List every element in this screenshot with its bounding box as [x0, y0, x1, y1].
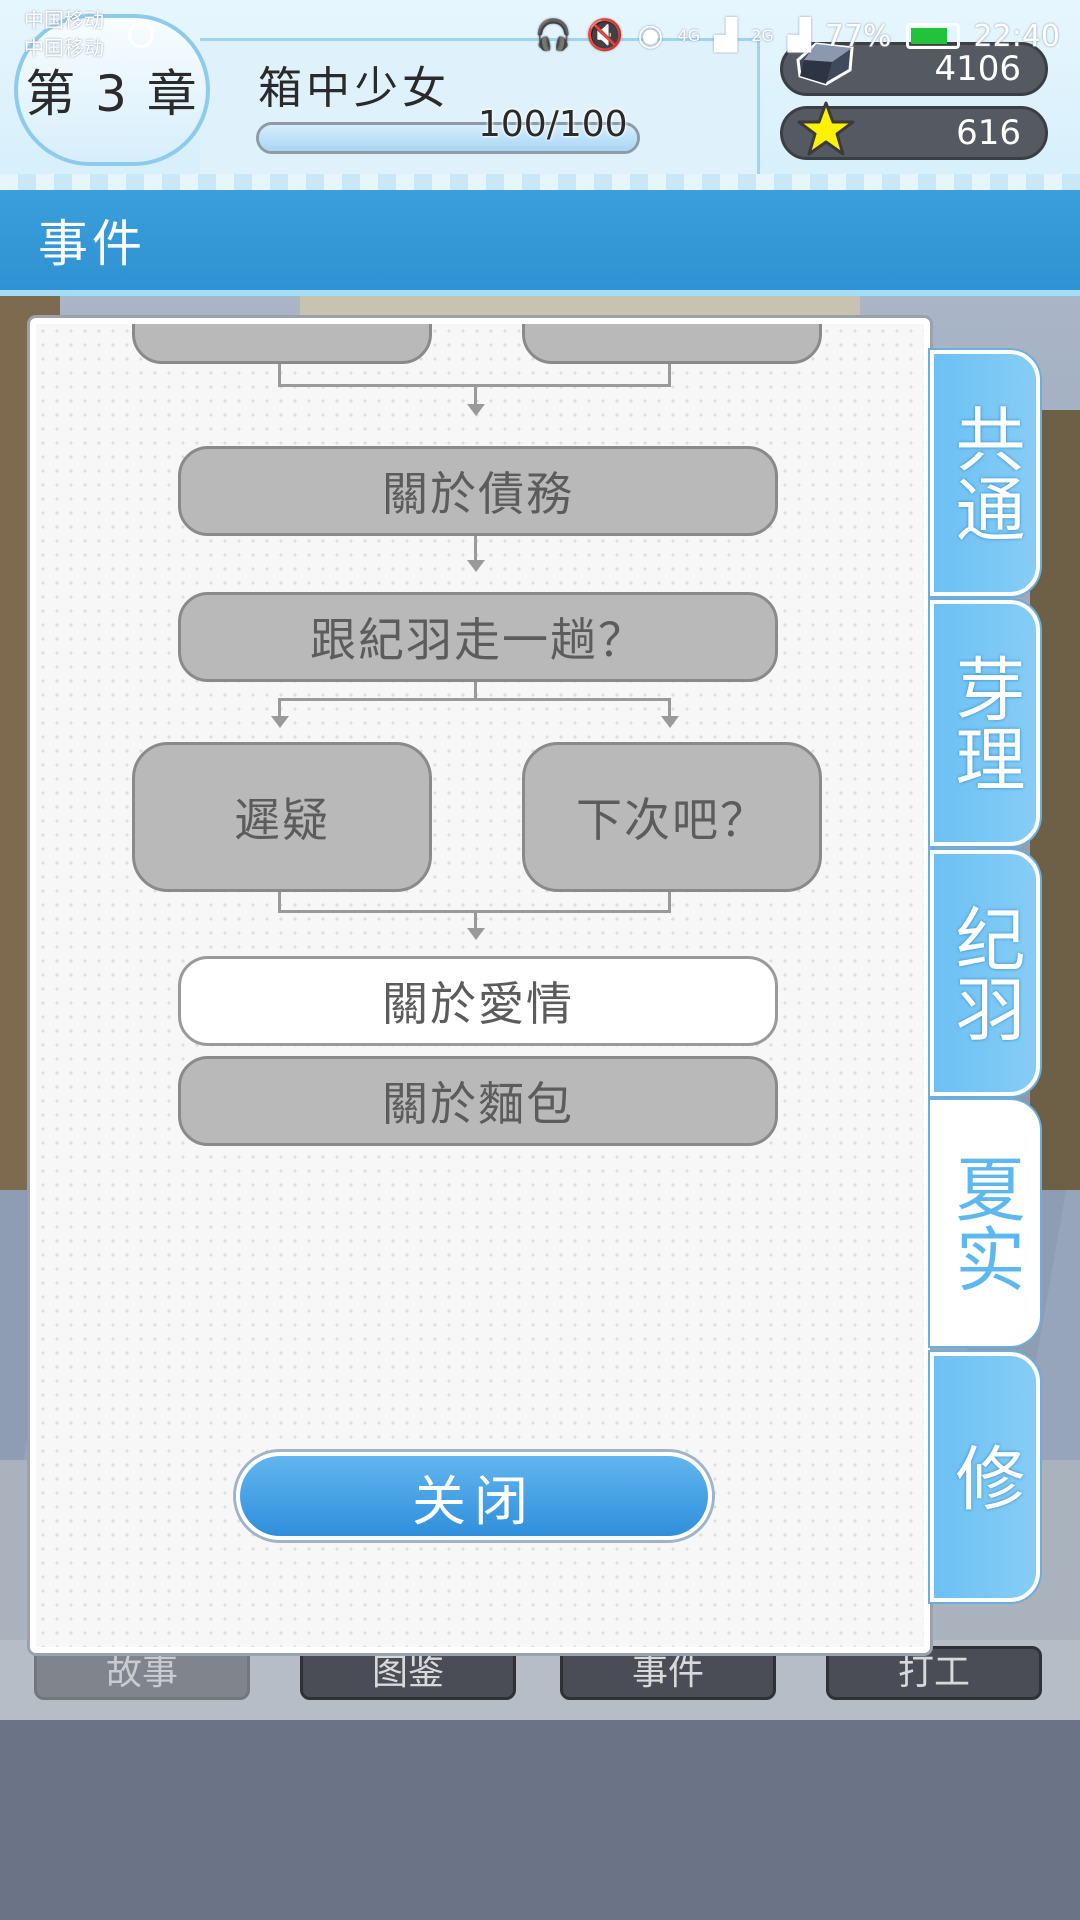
timer-icon	[128, 22, 154, 48]
connector	[278, 698, 671, 701]
connector	[278, 698, 281, 718]
carrier-2: 中国移动	[24, 36, 104, 60]
signal-1-icon: ▟	[714, 18, 738, 53]
gem-icon	[796, 42, 854, 86]
connector	[474, 384, 477, 406]
nav-events-button[interactable]: 事件	[560, 1646, 776, 1700]
stars-value: 616	[956, 113, 1021, 153]
flow-node-go-with[interactable]: 跟紀羽走一趟？	[178, 592, 778, 682]
header: 第 3 章 箱中少女 100/100 4106 616	[0, 0, 1080, 194]
star-icon	[797, 101, 855, 156]
connector	[668, 364, 671, 386]
flow-node-top-right[interactable]	[522, 324, 822, 364]
title-panel	[200, 38, 760, 178]
nav-work-button[interactable]: 打工	[826, 1646, 1042, 1700]
flow-node-debt[interactable]: 關於債務	[178, 446, 778, 536]
section-bar: 事件	[0, 190, 1080, 296]
flow-node-top-left[interactable]	[132, 324, 432, 364]
connector	[668, 892, 671, 912]
network-1-label: 4G	[677, 26, 701, 45]
nav-gallery-button[interactable]: 图鉴	[300, 1646, 516, 1700]
flow-node-hesitate[interactable]: 遲疑	[132, 742, 432, 892]
connector	[474, 536, 477, 564]
section-title: 事件	[38, 215, 146, 273]
arrow-down-icon	[661, 716, 679, 728]
arrow-down-icon	[467, 404, 485, 416]
chapter-badge: 第 3 章	[14, 14, 210, 166]
tab-xiashi[interactable]: 夏实	[930, 1100, 1040, 1346]
tab-jiyu[interactable]: 纪羽	[930, 850, 1040, 1096]
clock: 22:40	[973, 18, 1060, 54]
eye-icon: ◉	[637, 18, 664, 53]
nav-story-button[interactable]: 故事	[34, 1646, 250, 1700]
signal-2-icon: ▟	[787, 18, 811, 53]
tab-xiu[interactable]: 修	[930, 1352, 1040, 1602]
tab-common[interactable]: 共通	[930, 350, 1040, 596]
battery-icon	[905, 23, 960, 49]
status-icons: 🎧 🔇 ◉ 4G ▟ 2G ▟ 77% 22:40	[535, 14, 1060, 58]
bottom-nav: 故事 图鉴 事件 打工	[0, 1640, 1080, 1730]
connector	[278, 892, 281, 912]
status-bar: 中国移动 中国移动 🎧 🔇 ◉ 4G ▟ 2G ▟ 77% 22:40	[0, 0, 1080, 72]
tab-meri[interactable]: 芽理	[930, 600, 1040, 846]
gems-value: 4106	[934, 49, 1021, 89]
connector	[278, 364, 281, 386]
carrier-1: 中国移动	[24, 8, 104, 32]
carrier-info: 中国移动 中国移动	[24, 6, 104, 62]
arrow-down-icon	[271, 716, 289, 728]
arrow-down-icon	[467, 560, 485, 572]
flow-node-love[interactable]: 關於愛情	[178, 956, 778, 1046]
network-2-label: 2G	[751, 26, 774, 45]
chapter-label: 第 3 章	[25, 65, 199, 123]
story-title: 箱中少女	[258, 63, 450, 114]
progress-fill	[259, 125, 637, 151]
progress-bar	[256, 122, 640, 154]
headphones-icon: 🎧	[534, 18, 572, 53]
connector	[474, 682, 477, 700]
connector	[474, 910, 477, 930]
close-button[interactable]: 关闭	[236, 1452, 712, 1540]
flow-node-bread[interactable]: 關於麵包	[178, 1056, 778, 1146]
battery-percent: 77%	[824, 18, 892, 54]
connector	[668, 698, 671, 718]
progress-text: 100/100	[478, 104, 628, 145]
bottom-area	[0, 1720, 1080, 1920]
flow-node-next-time[interactable]: 下次吧？	[522, 742, 822, 892]
mute-icon: 🔇	[585, 18, 624, 53]
event-flowchart-panel[interactable]: 關於債務 跟紀羽走一趟？ 遲疑 下次吧？ 關於愛情 關於麵包 关闭	[30, 318, 930, 1653]
arrow-down-icon	[467, 928, 485, 940]
